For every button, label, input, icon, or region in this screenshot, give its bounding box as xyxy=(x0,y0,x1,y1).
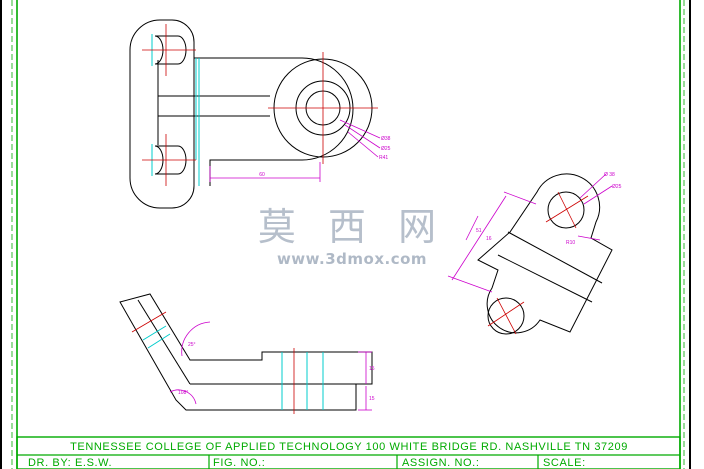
front-view-outline xyxy=(119,293,373,411)
watermark-url: www.3dmox.com xyxy=(277,250,427,268)
aux-view-hole-lower xyxy=(487,297,525,335)
front-dim-angle2: 108° xyxy=(178,390,188,396)
scale: SCALE: xyxy=(543,457,586,469)
auxiliary-view: 51 16 Ø 38 Ø25 R10 xyxy=(447,172,622,335)
top-dim-r3: R41 xyxy=(379,155,388,161)
top-view-body xyxy=(194,57,354,186)
aux-view-outline xyxy=(477,173,613,334)
aux-dim-d2: Ø25 xyxy=(612,184,622,190)
front-dim-angle1: 25° xyxy=(188,342,196,348)
aux-view-hole-upper xyxy=(547,191,585,229)
aux-dim-d1: Ø 38 xyxy=(604,172,615,178)
fig-no: FIG. NO.: xyxy=(213,457,265,469)
top-dim-r1: Ø38 xyxy=(381,136,391,142)
title-block: TENNESSEE COLLEGE OF APPLIED TECHNOLOGY … xyxy=(16,436,681,469)
front-view: 25° 108° 15 15 xyxy=(119,293,375,414)
school-name: TENNESSEE COLLEGE OF APPLIED TECHNOLOGY … xyxy=(70,441,628,453)
aux-dim-r: R10 xyxy=(566,240,575,246)
watermark: 莫 西 网 www.3dmox.com xyxy=(258,205,446,268)
watermark-chinese: 莫 西 网 xyxy=(258,205,446,249)
top-view-lug-plate xyxy=(129,19,195,209)
aux-dim-length: 51 xyxy=(476,228,482,234)
front-dim-h1: 15 xyxy=(369,366,375,372)
top-dim-length: 60 xyxy=(259,172,265,178)
aux-dim-length2: 16 xyxy=(486,236,492,242)
top-dim-r2: Ø25 xyxy=(381,146,391,152)
drawn-by: DR. BY: E.S.W. xyxy=(28,457,112,469)
front-dim-h2: 15 xyxy=(369,396,375,402)
drawing-border xyxy=(11,0,685,469)
assign-no: ASSIGN. NO.: xyxy=(402,457,480,469)
top-view: 60 Ø38 Ø25 R41 xyxy=(129,19,391,209)
